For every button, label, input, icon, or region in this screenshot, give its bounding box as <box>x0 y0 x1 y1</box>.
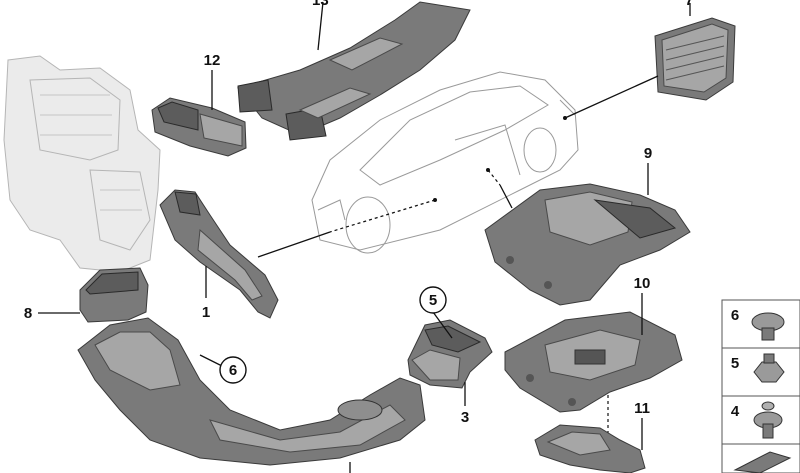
hvac-housing <box>3 55 161 273</box>
part-7-air-grille <box>654 17 736 101</box>
legend-label-4: 4 <box>731 403 740 420</box>
plastic-rivet-icon <box>751 312 785 341</box>
callout-5-circle <box>419 286 447 314</box>
part-13-air-duct <box>237 1 471 141</box>
callout-5: 5 <box>429 292 437 309</box>
callout-6: 6 <box>229 362 237 379</box>
callout-11: 11 <box>634 400 650 417</box>
part-9-floor-trim <box>484 183 691 306</box>
part-lower-air-duct <box>77 317 426 466</box>
expanding-rivet-icon <box>753 401 783 439</box>
part-12-vent-duct <box>151 97 247 157</box>
dot-car-1 <box>433 198 437 202</box>
part-3-duct-adapter <box>407 319 493 389</box>
part-10-cover-panel <box>504 311 683 413</box>
leader-5 <box>432 311 453 339</box>
leader-car-9 <box>499 184 513 209</box>
dash-car-9 <box>487 169 501 186</box>
part-8-vent <box>79 267 149 323</box>
callout-13: 13 <box>312 0 329 9</box>
leader-car-1 <box>257 231 331 258</box>
callout-8: 8 <box>24 305 32 322</box>
callout-3: 3 <box>461 409 469 426</box>
legend-label-6: 6 <box>731 307 739 324</box>
leader-13 <box>317 1 324 51</box>
callout-12: 12 <box>204 52 221 69</box>
callout-9: 9 <box>644 145 652 162</box>
part-1-side-duct <box>159 189 279 319</box>
callout-10: 10 <box>634 275 651 292</box>
nut-icon <box>753 353 785 383</box>
fastener-legend: 6 5 4 <box>721 299 800 473</box>
legend-label-5: 5 <box>731 355 739 372</box>
callout-7: 7 <box>685 0 693 9</box>
part-11-bracket <box>534 424 646 473</box>
callout-6-circle <box>219 356 247 384</box>
dot-car-7 <box>563 116 567 120</box>
dot-car-9 <box>486 168 490 172</box>
dash-car-1 <box>329 199 436 233</box>
leader-car-7 <box>564 75 659 119</box>
clip-icon <box>733 451 792 473</box>
callout-1: 1 <box>202 304 210 321</box>
leader-6 <box>199 354 223 367</box>
vehicle-outline <box>311 71 579 254</box>
